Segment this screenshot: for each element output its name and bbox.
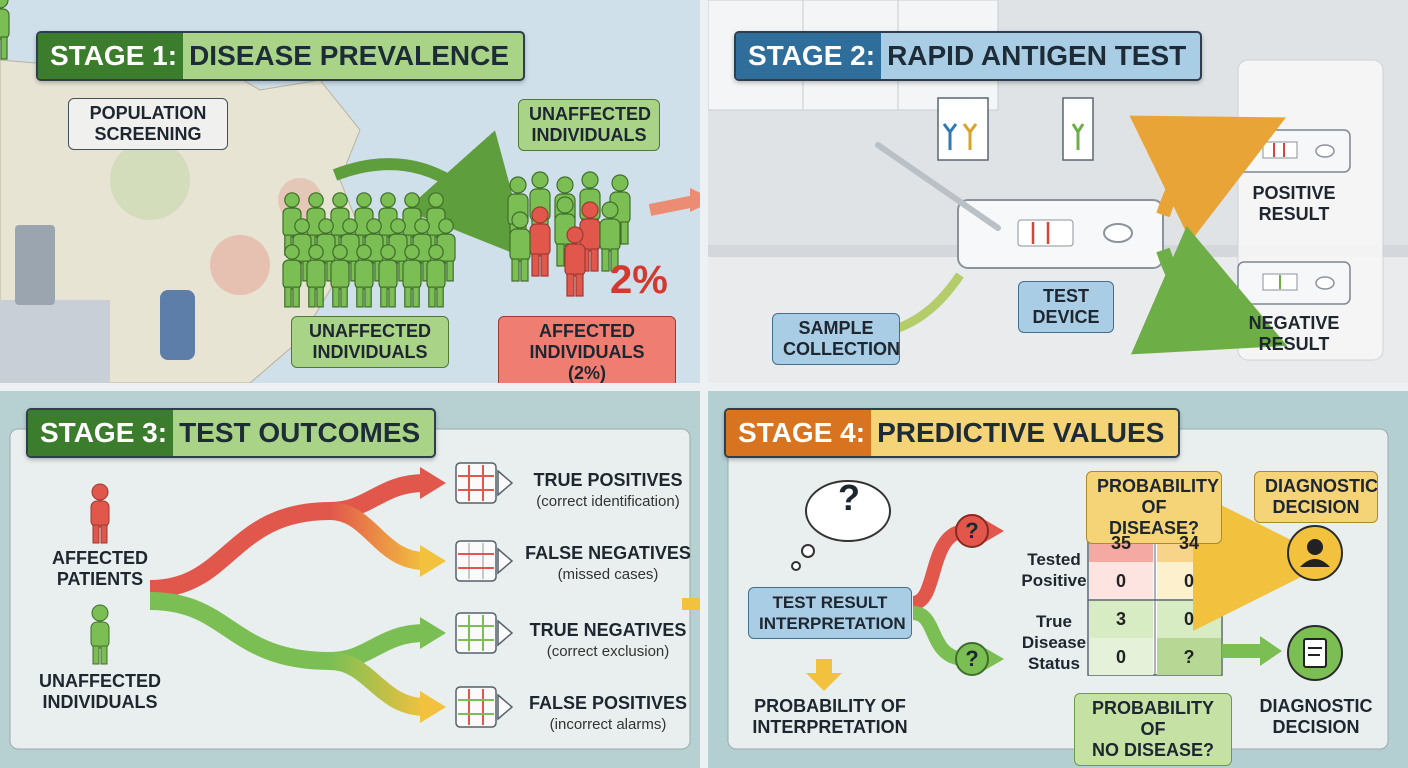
table-cell-r4c2: ?: [1183, 647, 1195, 667]
crowd-left: [0, 0, 10, 60]
stage3-panel: STAGE 3: TEST OUTCOMES AFFECTED PATIENTS…: [0, 391, 700, 768]
person-icon: [330, 244, 350, 308]
stage1-header: STAGE 1: DISEASE PREVALENCE: [36, 31, 526, 81]
stage2-number: STAGE 2:: [736, 33, 882, 79]
grid-icon: [455, 612, 514, 654]
lab-desk: [0, 300, 110, 383]
table-cell-r3c2: 0: [1183, 609, 1194, 629]
antibody-inset-2: [1062, 97, 1094, 161]
question-mark-positive: ?: [965, 518, 979, 543]
person-icon: [599, 201, 621, 272]
question-icon-negative: [955, 642, 989, 676]
person-icon: [354, 244, 374, 308]
negative-result-label: NEGATIVE RESULT: [1248, 313, 1340, 354]
stage1-panel: STAGE 1: DISEASE PREVALENCE POPULATION S…: [0, 0, 700, 383]
positive-branch: [911, 524, 966, 610]
positive-result-label: POSITIVE RESULT: [1252, 183, 1336, 224]
stage4-illustration: [727, 428, 1389, 750]
tested-positive-label: Tested Positive: [1021, 550, 1087, 590]
probability-of-no-disease-label: PROBABILITY OF NO DISEASE?: [1074, 693, 1232, 766]
person-icon: [282, 244, 302, 308]
question-icon-positive: [955, 514, 989, 548]
table-cell-r2c1: 0: [1115, 571, 1126, 591]
thought-question-mark: ?: [838, 477, 860, 518]
person-icon: [402, 244, 422, 308]
flow-arrow-1: [332, 130, 530, 260]
thought-cloud-icon: [791, 480, 891, 571]
outcome-false-negatives: FALSE NEGATIVES(missed cases): [525, 543, 691, 583]
question-mark-negative: ?: [965, 646, 979, 671]
stage4-number: STAGE 4:: [726, 410, 872, 456]
stage1-title: DISEASE PREVALENCE: [189, 40, 510, 71]
outcome-grid-icons: [455, 462, 514, 728]
false-positive-flow: [329, 652, 426, 716]
outcome-true-positives: TRUE POSITIVES(correct identification): [533, 470, 683, 510]
swab: [875, 142, 1001, 231]
affected-patients-label: AFFECTED PATIENTS: [52, 548, 148, 589]
stage2-title: RAPID ANTIGEN TEST: [887, 40, 1187, 71]
microscope: [15, 225, 55, 305]
test-result-interpretation-box: TEST RESULT INTERPRETATION: [748, 587, 912, 639]
table-cell-r1c2: 34: [1178, 533, 1200, 553]
antibody-inset-1: [937, 97, 989, 161]
stage4-header: STAGE 4: PREDICTIVE VALUES: [724, 408, 1181, 458]
table-cell-r1c1: 35: [1110, 533, 1132, 553]
sample-arrow: [891, 272, 964, 335]
stage1-number: STAGE 1:: [38, 33, 184, 79]
affected-person-icon: [90, 483, 110, 544]
unaffected-individuals-bottom-label: UNAFFECTED INDIVIDUALS: [291, 316, 449, 368]
affected-individuals-label: AFFECTED INDIVIDUALS (2%): [498, 316, 676, 383]
diagnostic-decision-bottom-label: DIAGNOSTIC DECISION: [1259, 696, 1373, 737]
person-icon: [306, 244, 326, 308]
false-negative-flow: [329, 502, 426, 570]
stage3-illustration: [9, 428, 700, 750]
stage2-panel: STAGE 2: RAPID ANTIGEN TEST POSITIVE RES…: [708, 0, 1408, 383]
negative-branch: [911, 606, 965, 666]
person-icon: [378, 244, 398, 308]
grid-icon: [455, 686, 514, 728]
grid-icon: [455, 540, 514, 582]
population-screening-label: POPULATION SCREENING: [68, 98, 228, 150]
table-cell-r4c1: 0: [1115, 647, 1126, 667]
sample-collection-label: SAMPLE COLLECTION: [772, 313, 900, 365]
outcome-false-positives: FALSE POSITIVES(incorrect alarms): [528, 693, 688, 733]
table-cell-r2c2: 0: [1183, 571, 1194, 591]
affected-person-icon: [529, 206, 551, 277]
stage3-header: STAGE 3: TEST OUTCOMES: [26, 408, 437, 458]
true-positive-flow: [149, 474, 426, 598]
stage3-title: TEST OUTCOMES: [179, 417, 421, 448]
true-negative-flow: [149, 592, 426, 671]
affected-person-icon: [564, 226, 586, 297]
prevalence-percent: 2%: [610, 258, 668, 302]
unaffected-individuals-label: UNAFFECTED INDIVIDUALS: [39, 671, 161, 712]
negative-arrow: [1130, 225, 1288, 355]
diagnostic-decision-top-label: DIAGNOSTIC DECISION: [1254, 471, 1378, 523]
probability-of-interpretation-label: PROBABILITY OF INTERPRETATION: [752, 696, 908, 737]
chair: [160, 290, 195, 360]
positive-arrow: [1129, 115, 1286, 242]
stage4-title: PREDICTIVE VALUES: [877, 417, 1165, 448]
probability-of-disease-label: PROBABILITY OF DISEASE?: [1086, 471, 1222, 544]
true-disease-status-label: True Disease Status: [1021, 612, 1087, 673]
stage2-header: STAGE 2: RAPID ANTIGEN TEST: [734, 31, 1203, 81]
grid-icon: [455, 462, 514, 504]
stage3-number: STAGE 3:: [28, 410, 174, 456]
person-icon: [426, 244, 446, 308]
test-device-label: TEST DEVICE: [1018, 281, 1114, 333]
unaffected-person-icon: [90, 604, 110, 665]
unaffected-individuals-top-label: UNAFFECTED INDIVIDUALS: [518, 99, 660, 151]
person-icon: [509, 211, 531, 282]
stage4-panel: STAGE 4: PREDICTIVE VALUES ? ? ? TEST RE…: [708, 391, 1408, 768]
outcome-true-negatives: TRUE NEGATIVES(correct exclusion): [529, 620, 687, 660]
table-cell-r3c1: 3: [1115, 609, 1126, 629]
down-arrow-icon: [806, 673, 842, 691]
people-crowds: [282, 171, 631, 308]
